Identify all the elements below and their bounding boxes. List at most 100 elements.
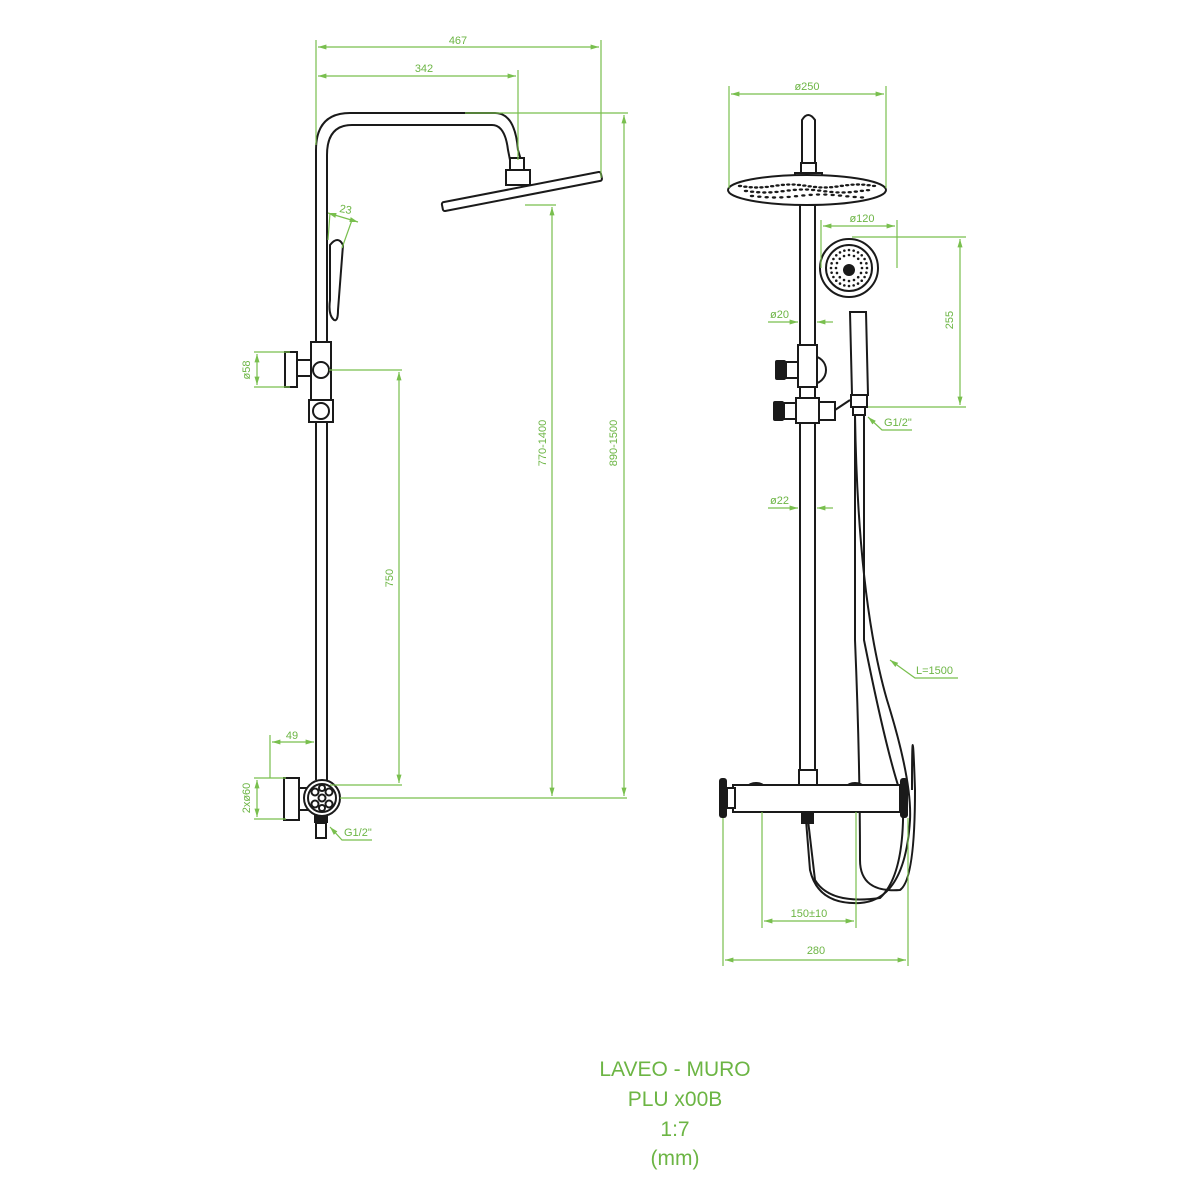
nozzle-dot xyxy=(802,184,807,187)
dim-handle-depth: 23 xyxy=(338,203,352,217)
nozzle-dot xyxy=(828,185,834,189)
wall-flange xyxy=(283,777,300,821)
head-swivel xyxy=(509,157,525,171)
nozzle-dot xyxy=(845,183,850,187)
thermostatic-mixer xyxy=(732,784,901,813)
dim-bracket-dia: ø58 xyxy=(241,361,253,380)
hand-shower-nozzles xyxy=(829,248,869,288)
nozzle-dot xyxy=(852,278,856,282)
dim-hand-dia: ø120 xyxy=(849,213,874,225)
nozzle-dot xyxy=(832,275,835,279)
model-code: PLU x00B xyxy=(627,1088,723,1111)
dim-head-dia: ø250 xyxy=(794,81,819,93)
nozzle-dot xyxy=(843,249,846,252)
nozzle-dot xyxy=(835,191,840,194)
nozzle-dot xyxy=(775,184,780,187)
nozzle-dot xyxy=(845,195,850,198)
nozzle-dot xyxy=(774,190,779,194)
dim-head-height: 770-1400 xyxy=(537,420,549,467)
front-view: ø250 ø120 255 ø20 ø22 G1/2" L=1500 150±1… xyxy=(719,81,966,966)
nozzle-dot xyxy=(835,271,839,275)
nozzle-dot xyxy=(863,257,866,261)
nozzle-dot xyxy=(838,251,842,254)
nozzle-dot xyxy=(855,183,861,186)
nozzle-dot xyxy=(780,190,785,193)
nozzle-dot xyxy=(852,254,856,258)
nozzle-dot xyxy=(793,195,799,198)
nozzle-dot xyxy=(818,186,823,189)
nozzle-dot xyxy=(866,183,871,187)
nozzle-dot xyxy=(838,275,842,279)
nozzle-dot xyxy=(839,184,845,188)
nozzle-dot xyxy=(748,186,753,189)
dim-inlet-spacing: 150±10 xyxy=(791,908,828,920)
drawing-units: (mm) xyxy=(650,1147,700,1170)
nozzle-dot xyxy=(860,279,864,283)
nozzle-dot xyxy=(835,261,839,265)
nozzle-dot xyxy=(757,195,762,198)
nozzle-dot xyxy=(791,183,796,186)
nozzle-dot xyxy=(780,183,786,187)
nozzle-dot xyxy=(863,275,866,279)
nozzle-dot xyxy=(753,186,759,189)
dim-upper-pipe-dia: ø20 xyxy=(770,309,789,321)
drawing-scale: 1:7 xyxy=(660,1118,690,1141)
nozzle-dot xyxy=(830,271,833,274)
dim-hose-thread: G1/2" xyxy=(884,417,912,429)
dim-arm-reach: 342 xyxy=(415,63,433,75)
nozzle-dot xyxy=(865,271,868,274)
nozzle-dot xyxy=(829,266,833,270)
lower-clamp-front xyxy=(795,397,820,424)
nozzle-dot xyxy=(786,195,791,199)
side-view: 467 342 23 ø58 750 770-1400 890-1500 49 … xyxy=(241,35,628,841)
nozzle-dot xyxy=(847,190,852,194)
nozzle-dot xyxy=(786,183,791,186)
nozzle-dot xyxy=(834,266,838,270)
nozzle-dot xyxy=(847,253,851,257)
nozzle-dot xyxy=(823,193,828,196)
nozzle-dot xyxy=(743,185,748,188)
hand-shower-side xyxy=(328,239,345,322)
nozzle-dot xyxy=(830,193,835,197)
dim-mixer-width: 280 xyxy=(807,945,825,957)
nozzle-dot xyxy=(829,190,834,194)
hand-shower-handle xyxy=(848,311,870,396)
nozzle-dot xyxy=(834,279,838,283)
nozzle-dot xyxy=(871,184,877,188)
nozzle-dot xyxy=(841,191,846,194)
nozzle-dot xyxy=(853,190,858,193)
nozzle-dot xyxy=(801,194,806,197)
nozzle-dot xyxy=(850,183,855,186)
dim-outlet-thread: G1/2" xyxy=(344,827,372,839)
nozzle-dot xyxy=(779,196,784,199)
nozzle-dot xyxy=(743,189,749,193)
nozzle-dot xyxy=(860,266,864,270)
nozzle-dot xyxy=(756,191,761,194)
dim-total-width: 467 xyxy=(449,35,467,47)
nozzle-dot xyxy=(815,193,821,196)
nozzle-dot xyxy=(823,190,828,193)
nozzle-dot xyxy=(847,279,851,283)
nozzle-dot xyxy=(749,190,755,193)
nozzle-dot xyxy=(792,188,797,192)
riser-pipe-inner xyxy=(326,124,511,780)
wall-bracket xyxy=(284,351,298,388)
nozzle-dot xyxy=(860,253,864,257)
nozzle-dot xyxy=(838,257,842,261)
nozzle-dot xyxy=(865,266,869,270)
nozzle-dot xyxy=(859,271,863,275)
nozzle-dot xyxy=(786,189,791,192)
nozzle-dot xyxy=(838,282,842,285)
nozzle-dot xyxy=(798,188,804,191)
nozzle-dot xyxy=(796,183,802,187)
nozzle-dot xyxy=(843,284,846,287)
dim-flange-dia: 2xø60 xyxy=(241,783,253,814)
nozzle-dot xyxy=(817,189,822,192)
dim-lower-pipe-dia: ø22 xyxy=(770,495,789,507)
nozzle-dot xyxy=(852,249,855,252)
nozzle-dot xyxy=(749,194,755,198)
temperature-handle xyxy=(719,778,727,818)
nozzle-dot xyxy=(859,189,865,193)
